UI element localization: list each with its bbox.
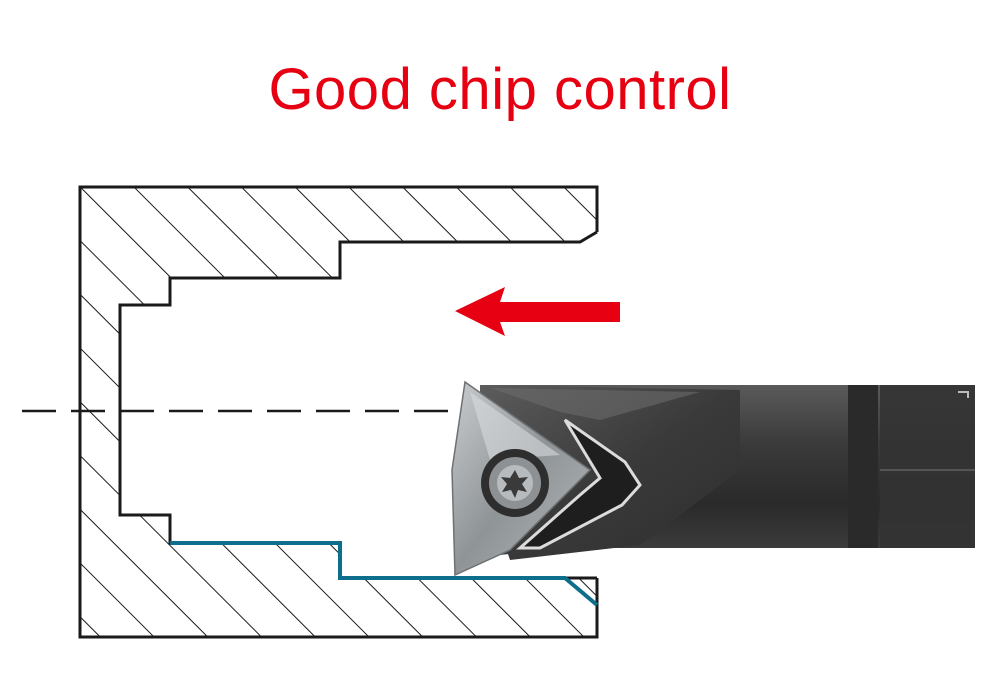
tool-shank-band: [848, 385, 878, 548]
tool-clamp: [516, 418, 642, 550]
torx-screw-icon: [481, 449, 549, 517]
machined-surface-line: [170, 541, 599, 607]
boring-tool: [451, 380, 975, 577]
left-arrow-icon: [455, 287, 620, 336]
page-title: Good chip control: [268, 57, 732, 122]
